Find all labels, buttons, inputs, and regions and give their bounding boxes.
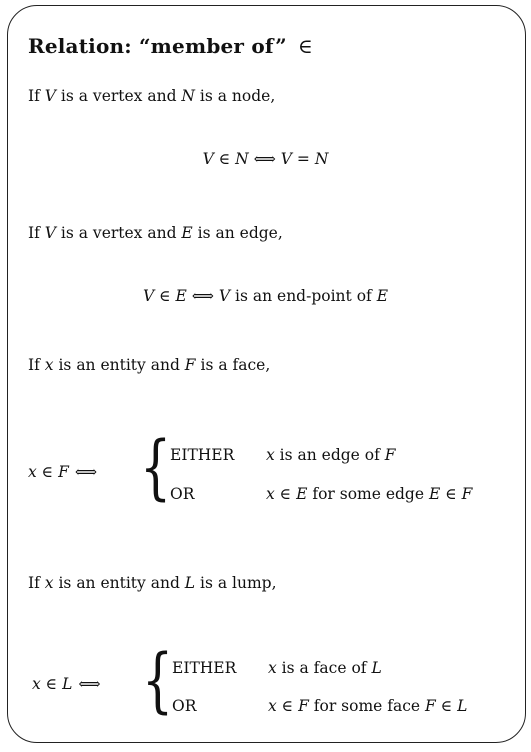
lump-case-or: OR xyxy=(172,697,197,715)
vertex-edge-equation: V ∈ E ⟺ V is an end-point of E xyxy=(142,287,389,305)
face-case-either: EITHER xyxy=(170,446,235,464)
face-case-or: OR xyxy=(170,485,195,503)
entity-face-cases: x ∈ F⟺ { EITHER x is an edge of F OR x ∈… xyxy=(28,432,518,518)
left-brace-icon: { xyxy=(142,639,174,721)
lump-lhs: x ∈ L⟺ xyxy=(32,675,101,693)
page-title: Relation: “member of” ∈ xyxy=(28,34,313,58)
entity-face-intro: If x is an entity and F is a face, xyxy=(28,356,271,374)
lump-case-either: EITHER xyxy=(172,659,237,677)
vertex-node-intro: If V is a vertex and N is a node, xyxy=(28,87,276,105)
entity-lump-cases: x ∈ L⟺ { EITHER x is a face of L OR x ∈ … xyxy=(32,645,522,731)
vertex-node-equation: V ∈ N ⟺ V = N xyxy=(202,150,329,168)
face-lhs: x ∈ F⟺ xyxy=(28,463,98,481)
member-of-symbol: ∈ xyxy=(298,34,314,58)
left-brace-icon: { xyxy=(140,426,172,508)
lump-case-either-body: x is a face of L xyxy=(268,659,382,677)
face-case-or-body: x ∈ E for some edge E ∈ F xyxy=(266,485,473,503)
lump-case-or-body: x ∈ F for some face F ∈ L xyxy=(268,697,468,715)
entity-lump-intro: If x is an entity and L is a lump, xyxy=(28,574,277,592)
definition-card xyxy=(7,5,526,743)
vertex-edge-intro: If V is a vertex and E is an edge, xyxy=(28,224,283,242)
title-text: Relation: “member of” xyxy=(28,34,287,58)
face-case-either-body: x is an edge of F xyxy=(266,446,396,464)
